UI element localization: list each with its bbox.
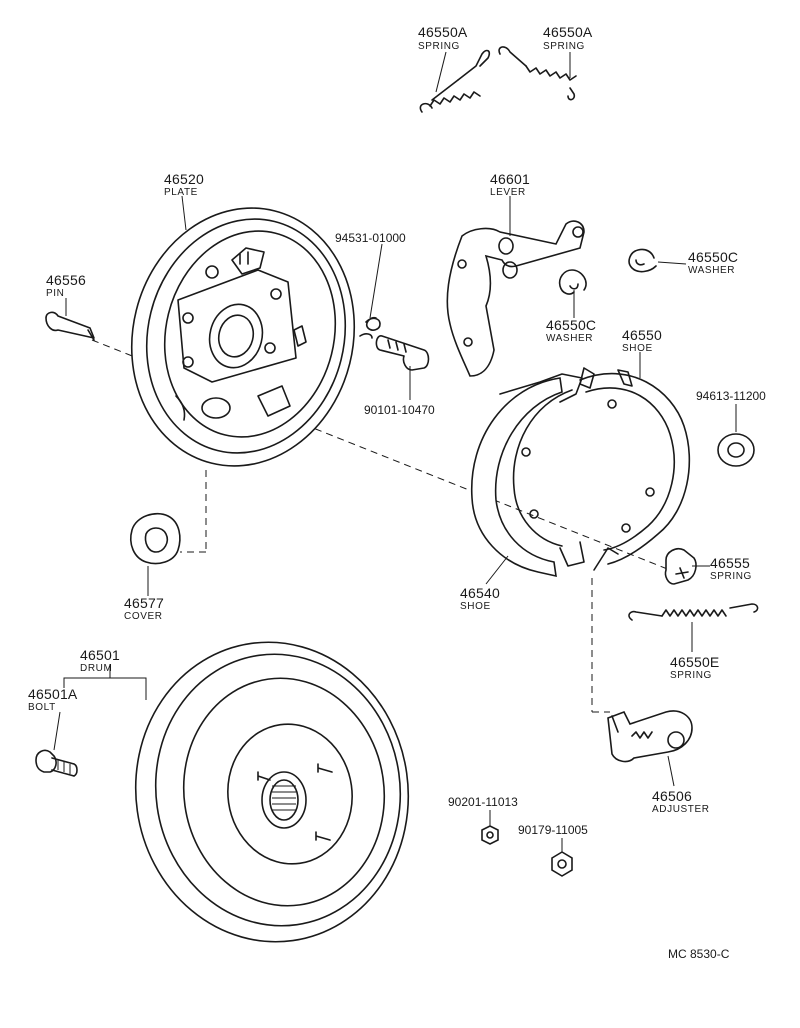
callout-plate: 46520 PLATE	[164, 171, 204, 198]
callout-spring-a2: 46550A SPRING	[543, 24, 593, 52]
callout-lever: 46601 LEVER	[490, 171, 530, 198]
part-number: 46555	[710, 555, 750, 571]
part-name: ADJUSTER	[652, 804, 710, 815]
brake-shoe-46550	[579, 369, 691, 571]
part-number: 94613-11200	[696, 389, 766, 403]
part-number: 46577	[124, 595, 164, 611]
brake-shoe-46540	[470, 367, 595, 578]
nut-90179	[551, 851, 573, 877]
callout-shoe-46550: 46550 SHOE	[622, 327, 662, 354]
clip-94531	[359, 316, 381, 339]
part-name: SHOE	[460, 601, 491, 612]
part-name: SPRING	[710, 571, 752, 582]
callout-adjuster: 46506 ADJUSTER	[652, 788, 710, 815]
part-number: 46501A	[28, 686, 78, 702]
washer-94613	[717, 433, 755, 467]
part-name: PLATE	[164, 187, 198, 198]
part-number: 90101-10470	[364, 403, 435, 417]
part-name: COVER	[124, 611, 163, 622]
part-number: 46550C	[688, 249, 738, 265]
callout-shoe-46540: 46540 SHOE	[460, 585, 500, 612]
callout-nut-90201: 90201-11013	[448, 795, 518, 809]
callout-drum: 46501 DRUM	[80, 647, 120, 674]
callout-clip-94531: 94531-01000	[335, 231, 406, 245]
hold-down-pin	[45, 311, 95, 341]
spring-46555	[664, 547, 697, 585]
part-name: LEVER	[490, 187, 526, 198]
part-name: WASHER	[688, 265, 735, 276]
part-number: 90179-11005	[518, 823, 588, 837]
callout-washer-c1: 46550C WASHER	[688, 249, 738, 276]
part-number: 46601	[490, 171, 530, 187]
parking-lever	[446, 220, 585, 377]
part-name: SPRING	[670, 670, 712, 681]
part-name: DRUM	[80, 663, 112, 674]
callout-washer-94613: 94613-11200	[696, 389, 766, 403]
callout-pin: 46556 PIN	[46, 272, 86, 299]
callout-washer-c2: 46550C WASHER	[546, 317, 596, 344]
bolt-46501a	[35, 749, 78, 777]
callout-spring-46555: 46555 SPRING	[710, 555, 752, 582]
assembly-centerlines	[91, 339, 691, 713]
callout-bolt-90101: 90101-10470	[364, 403, 435, 417]
part-name: BOLT	[28, 702, 56, 713]
adjuster-46506	[607, 710, 693, 763]
brake-drum	[134, 641, 410, 943]
part-name: PIN	[46, 288, 64, 299]
part-number: 90201-11013	[448, 795, 518, 809]
leader-lines	[53, 51, 737, 852]
callout-nut-90179: 90179-11005	[518, 823, 588, 837]
nut-90201	[481, 825, 499, 845]
washer-46550c-lower	[558, 269, 587, 295]
figure-code: MC 8530-C	[668, 947, 730, 961]
cover-46577	[130, 512, 181, 565]
part-name: SPRING	[543, 41, 585, 52]
part-name: SPRING	[418, 41, 460, 52]
part-name: SHOE	[622, 343, 653, 354]
part-name: WASHER	[546, 333, 593, 344]
part-number: 46550	[622, 327, 662, 343]
callout-bolt-a: 46501A BOLT	[28, 686, 78, 713]
part-number: 94531-01000	[335, 231, 406, 245]
backing-plate	[130, 207, 356, 467]
part-number: 46501	[80, 647, 120, 663]
spring-46550e	[628, 603, 759, 621]
callout-cover: 46577 COVER	[124, 595, 164, 622]
part-number: 46550C	[546, 317, 596, 333]
part-number: 46550E	[670, 654, 719, 670]
spring-46550a-left	[419, 49, 491, 113]
spring-46550a-right	[498, 46, 577, 101]
part-number: 46550A	[543, 24, 593, 40]
part-number: 46550A	[418, 24, 468, 40]
part-number: 46556	[46, 272, 86, 288]
washer-46550c-upper	[628, 248, 657, 273]
callout-spring-e: 46550E SPRING	[670, 654, 719, 681]
bolt-90101	[375, 335, 430, 371]
callout-spring-a1: 46550A SPRING	[418, 24, 468, 52]
part-number: 46540	[460, 585, 500, 601]
part-number: 46520	[164, 171, 204, 187]
part-number: 46506	[652, 788, 692, 804]
